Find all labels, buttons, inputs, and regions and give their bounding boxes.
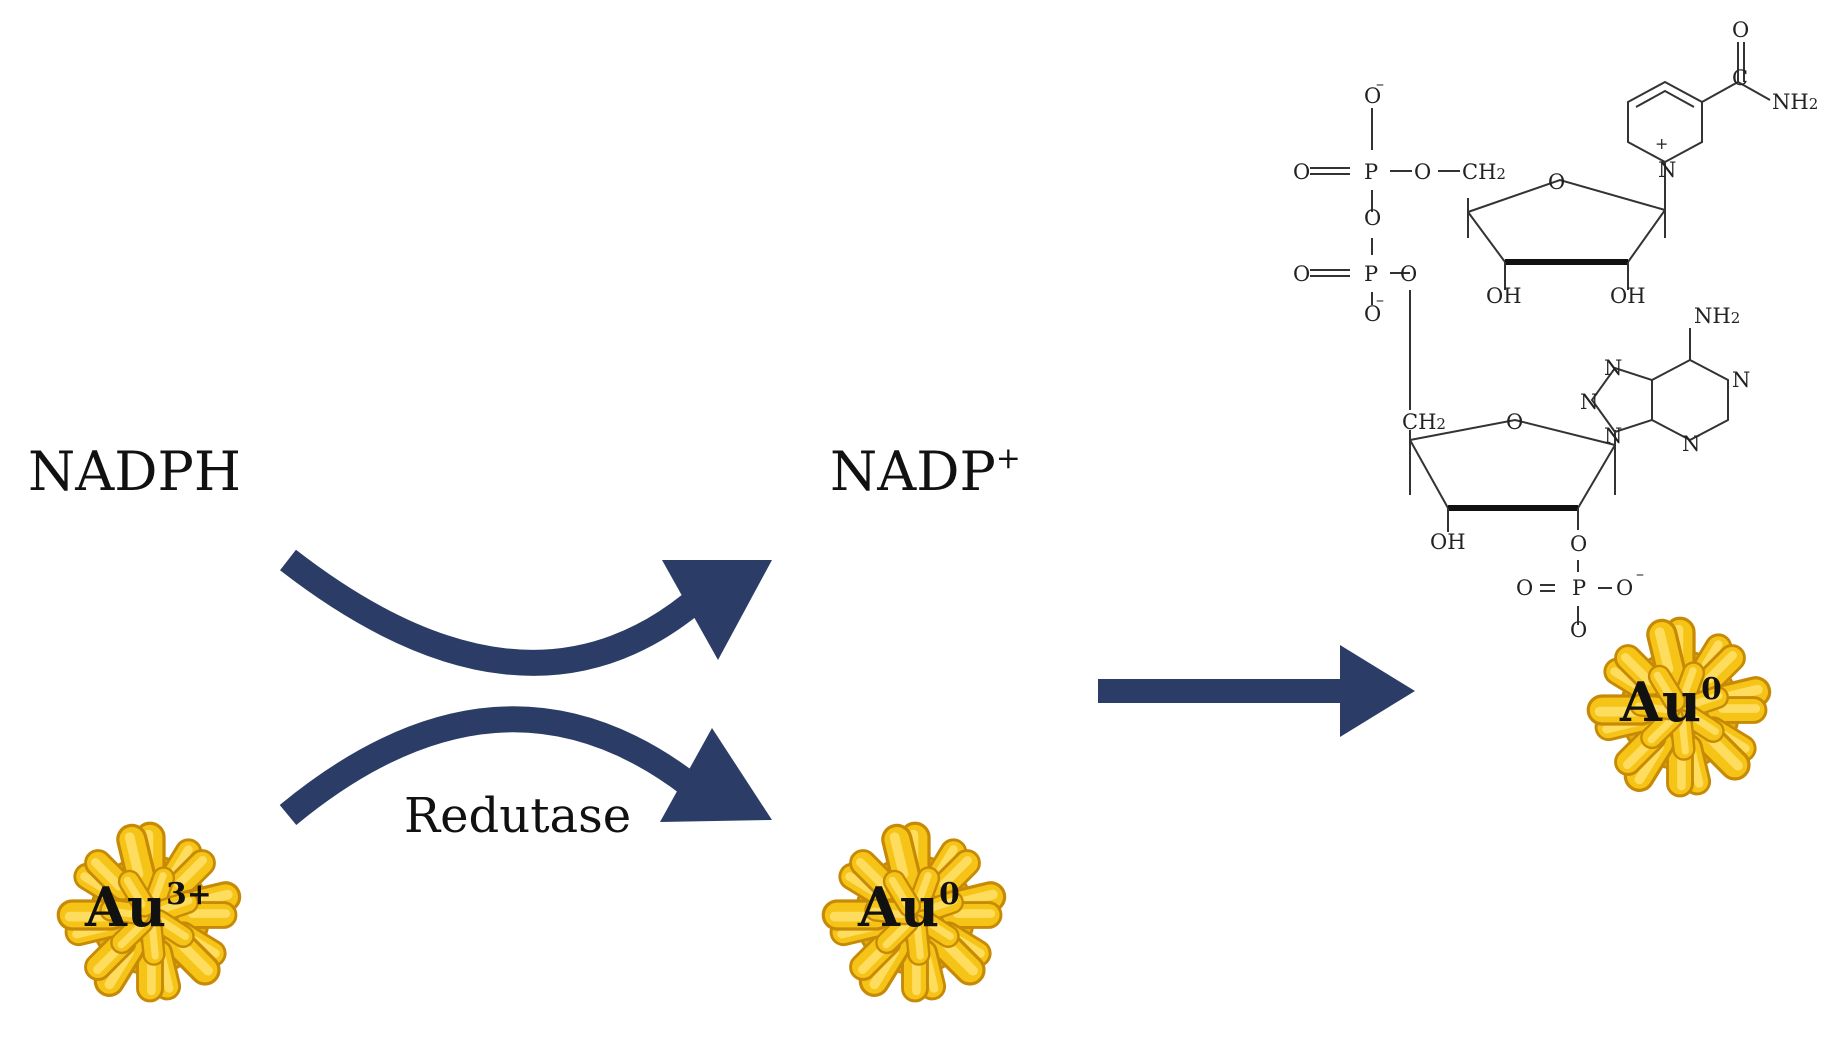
group-oh: OH bbox=[1430, 530, 1466, 554]
atom-o: O bbox=[1293, 262, 1311, 286]
group-nh2: NH2 bbox=[1694, 304, 1741, 328]
atom-n: N bbox=[1604, 356, 1623, 380]
atom-p: P bbox=[1364, 160, 1379, 184]
result-arrow-shaft bbox=[1098, 679, 1348, 703]
gold-arrowhead bbox=[660, 728, 772, 822]
charge-minus: – bbox=[1376, 290, 1384, 309]
atom-p: P bbox=[1572, 576, 1587, 600]
capped-zero-charge: 0 bbox=[1701, 672, 1722, 708]
atom-o: O bbox=[1570, 618, 1588, 642]
atom-o: O bbox=[1570, 532, 1588, 556]
nadp-structure-diagram bbox=[1310, 42, 1771, 625]
atom-o: O bbox=[1506, 410, 1524, 434]
group-ch2: CH2 bbox=[1402, 410, 1446, 434]
atom-o: O bbox=[1516, 576, 1534, 600]
result-arrowhead bbox=[1340, 645, 1415, 737]
atom-o: O bbox=[1364, 206, 1382, 230]
charge-minus: – bbox=[1636, 564, 1644, 583]
atom-n: N bbox=[1682, 432, 1701, 456]
zero-charge: 0 bbox=[939, 877, 960, 913]
group-ch2: CH2 bbox=[1462, 160, 1506, 184]
atom-o: O bbox=[1364, 302, 1382, 326]
gold-zero-label: Au0 bbox=[858, 875, 960, 939]
atom-o: O bbox=[1732, 18, 1750, 42]
atom-n: N bbox=[1732, 368, 1751, 392]
gold-ion-label: Au3+ bbox=[85, 875, 212, 939]
gold-nanoparticle-icon bbox=[821, 820, 1010, 1003]
product-label: NADP+ bbox=[830, 440, 1021, 503]
gold-ion-cluster-icon bbox=[56, 820, 245, 1003]
group-oh: OH bbox=[1610, 284, 1646, 308]
enzyme-label: Redutase bbox=[404, 788, 632, 844]
atom-c: C bbox=[1732, 66, 1749, 90]
ion-charge: 3+ bbox=[166, 877, 212, 913]
charge-plus: + bbox=[1655, 134, 1669, 153]
atom-n: N bbox=[1604, 424, 1623, 448]
product-charge: + bbox=[995, 441, 1021, 477]
atom-p: P bbox=[1364, 262, 1379, 286]
atom-n: N bbox=[1580, 390, 1599, 414]
atom-o: O bbox=[1364, 84, 1382, 108]
reactant-label: NADPH bbox=[28, 440, 241, 503]
nadph-arrowhead bbox=[662, 560, 772, 660]
atom-o: O bbox=[1616, 576, 1634, 600]
group-oh: OH bbox=[1486, 284, 1522, 308]
capped-gold-label: Au0 bbox=[1620, 670, 1722, 734]
atom-o: O bbox=[1414, 160, 1432, 184]
charge-minus: – bbox=[1376, 74, 1384, 93]
atom-o: O bbox=[1548, 170, 1566, 194]
nadph-oxidation-arrow bbox=[280, 549, 699, 676]
group-nh2: NH2 bbox=[1772, 90, 1819, 114]
atom-o: O bbox=[1293, 160, 1311, 184]
capped-gold-nanoparticle-icon bbox=[1586, 615, 1775, 798]
atom-o: O bbox=[1400, 262, 1418, 286]
atom-n: N bbox=[1658, 158, 1677, 182]
gold-reduction-arrow bbox=[279, 706, 698, 826]
